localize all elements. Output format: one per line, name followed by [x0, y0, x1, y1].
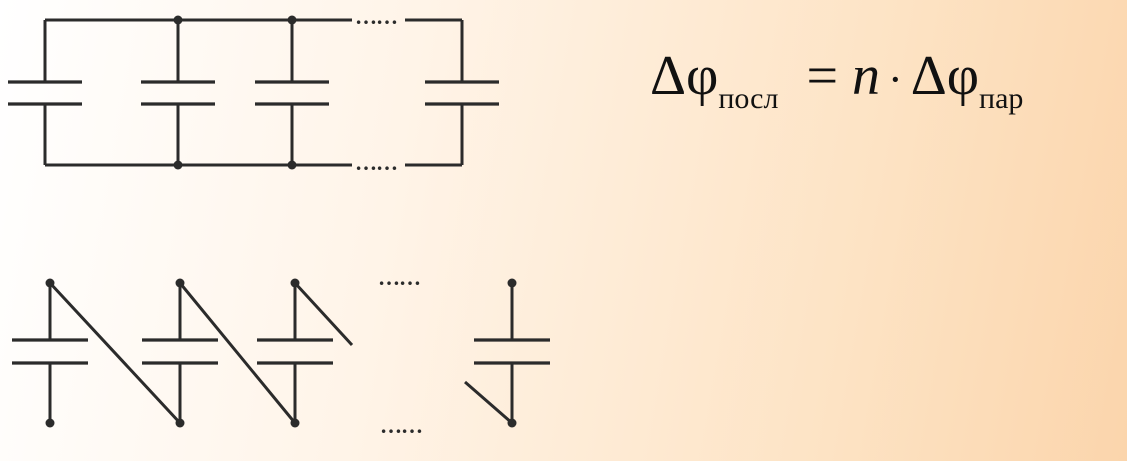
junction-node: [173, 160, 183, 170]
series-link-n: [464, 380, 513, 425]
potential-difference-formula: Δφпосл =n·Δφпар: [650, 45, 1023, 114]
series-ellipsis-bottom: ……: [380, 413, 422, 438]
series-ellipsis-top: ……: [378, 265, 420, 290]
series-link-2: [178, 282, 297, 424]
junction-node: [287, 15, 297, 25]
junction-node: [173, 15, 183, 25]
parallel-ellipsis-top: ……: [355, 4, 397, 29]
lhs-delta-phi: Δφ: [650, 45, 719, 107]
parallel-capacitor-3: [255, 15, 329, 170]
parallel-capacitor-1: [8, 20, 82, 165]
series-link-3: [293, 281, 354, 347]
rhs-delta-phi: Δφ: [910, 45, 980, 107]
n-variable: n: [852, 45, 881, 107]
series-capacitor-1: [12, 278, 88, 428]
multiply-dot: ·: [888, 55, 903, 104]
rhs-subscript: пар: [979, 82, 1024, 115]
equals-sign: =: [806, 45, 839, 107]
parallel-ellipsis-bottom: ……: [355, 150, 397, 175]
series-link-1: [48, 281, 182, 425]
lhs-subscript: посл: [718, 82, 779, 115]
series-circuit: …… ……: [12, 265, 550, 438]
series-capacitor-n: [474, 278, 550, 428]
parallel-capacitor-n: [425, 20, 499, 165]
junction-node: [287, 160, 297, 170]
parallel-capacitor-2: [141, 15, 215, 170]
series-capacitor-2: [142, 278, 218, 428]
parallel-circuit: …… ……: [8, 4, 499, 175]
series-capacitor-3: [257, 278, 333, 428]
